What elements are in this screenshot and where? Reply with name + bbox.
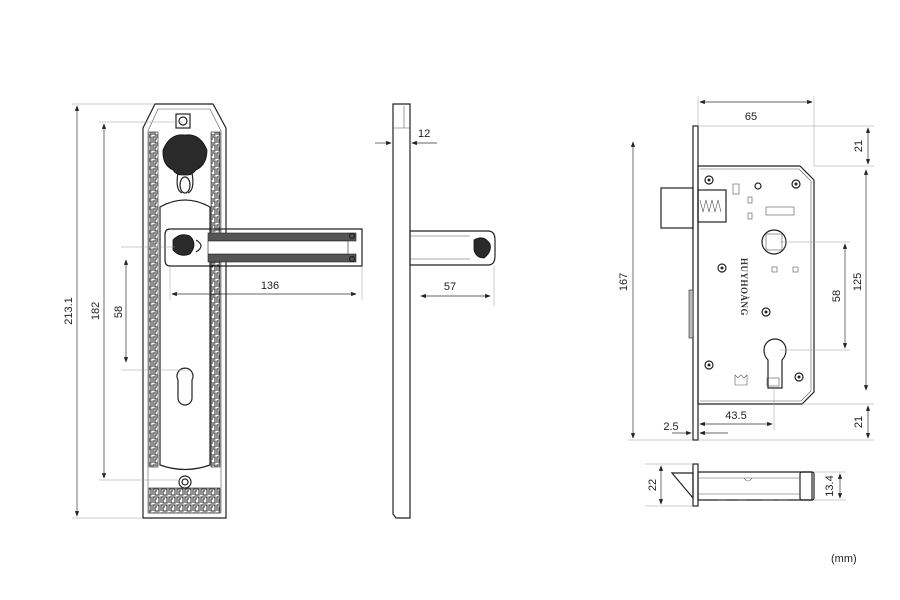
faceplate-strike xyxy=(688,289,694,339)
screw-icons xyxy=(704,175,804,382)
side-view: 12 57 xyxy=(375,103,496,519)
greek-key-border-right xyxy=(210,131,221,468)
dim-bottom-offset: 21 xyxy=(853,416,865,428)
dim-handle-to-keyhole: 58 xyxy=(113,306,125,318)
faceplate xyxy=(692,125,699,441)
greek-key-border-left xyxy=(148,131,159,468)
unit-label: (mm) xyxy=(831,553,857,565)
dim-faceplate-height: 167 xyxy=(618,273,630,291)
plate-inner-border xyxy=(147,108,222,514)
brand-label: HUYHOÀNG xyxy=(739,258,749,316)
lever-handle xyxy=(164,228,363,267)
side-handle xyxy=(409,230,496,266)
dim-screw-span: 182 xyxy=(90,302,102,320)
side-plate xyxy=(392,103,411,519)
keyhole-icon xyxy=(176,367,194,406)
bottom-view: 22 13.4 xyxy=(645,463,846,507)
lock-body-view: HUYHOÀNG 65 21 125 58 167 21 43.5 2.5 xyxy=(618,96,874,441)
greek-key-border-bottom xyxy=(148,487,221,514)
plate-outline xyxy=(142,103,227,519)
latch-bolt xyxy=(660,187,727,229)
dim-bottom-faceplate-width: 22 xyxy=(647,479,659,491)
dim-bottom-body-width: 13.4 xyxy=(824,475,836,496)
plate-center-panel xyxy=(159,199,211,471)
elephant-head-ornament-icon xyxy=(162,134,208,194)
screw-bottom-icon xyxy=(178,475,192,489)
dim-plate-thickness: 12 xyxy=(418,128,430,140)
front-view: 213.1 182 58 136 xyxy=(63,103,363,519)
dim-backset: 65 xyxy=(745,111,757,123)
dim-body-height: 125 xyxy=(852,273,864,291)
dim-total-height: 213.1 xyxy=(63,297,75,325)
lock-case xyxy=(697,165,815,405)
dim-center-distance: 58 xyxy=(831,290,843,302)
dim-handle-length: 136 xyxy=(261,280,279,292)
dim-faceplate-thickness: 2.5 xyxy=(663,421,678,433)
screw-top-icon xyxy=(175,113,191,129)
cylinder-hole-icon xyxy=(763,338,787,389)
dim-top-offset: 21 xyxy=(853,140,865,152)
dim-cylinder-backset: 43.5 xyxy=(725,410,746,422)
bottom-faceplate xyxy=(692,463,699,507)
dim-handle-projection: 57 xyxy=(444,281,456,293)
